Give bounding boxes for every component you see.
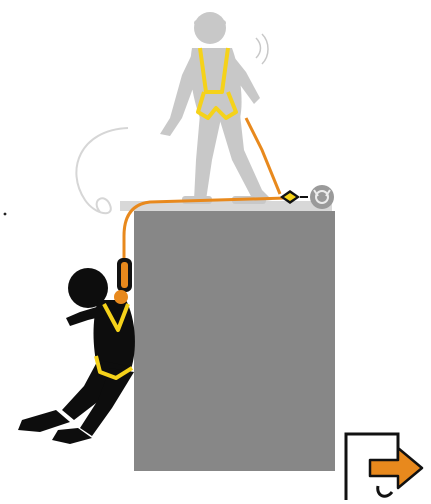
- anchor-point-icon: [310, 185, 334, 209]
- building-wall: [134, 211, 335, 471]
- exit-door-arrow-icon[interactable]: [346, 434, 422, 500]
- fallen-foot-left: [18, 410, 70, 432]
- dorsal-d-ring: [114, 290, 128, 304]
- stray-dot: [4, 213, 7, 216]
- ghost-helmet-brim: [194, 20, 226, 26]
- ghost-leg-left: [194, 114, 222, 200]
- lanyard-absorber-stripe: [121, 262, 128, 288]
- motion-lines-icon: [256, 34, 268, 64]
- swing-trajectory: [76, 128, 128, 213]
- ghost-arm-left: [160, 52, 196, 136]
- ghost-head: [194, 12, 226, 44]
